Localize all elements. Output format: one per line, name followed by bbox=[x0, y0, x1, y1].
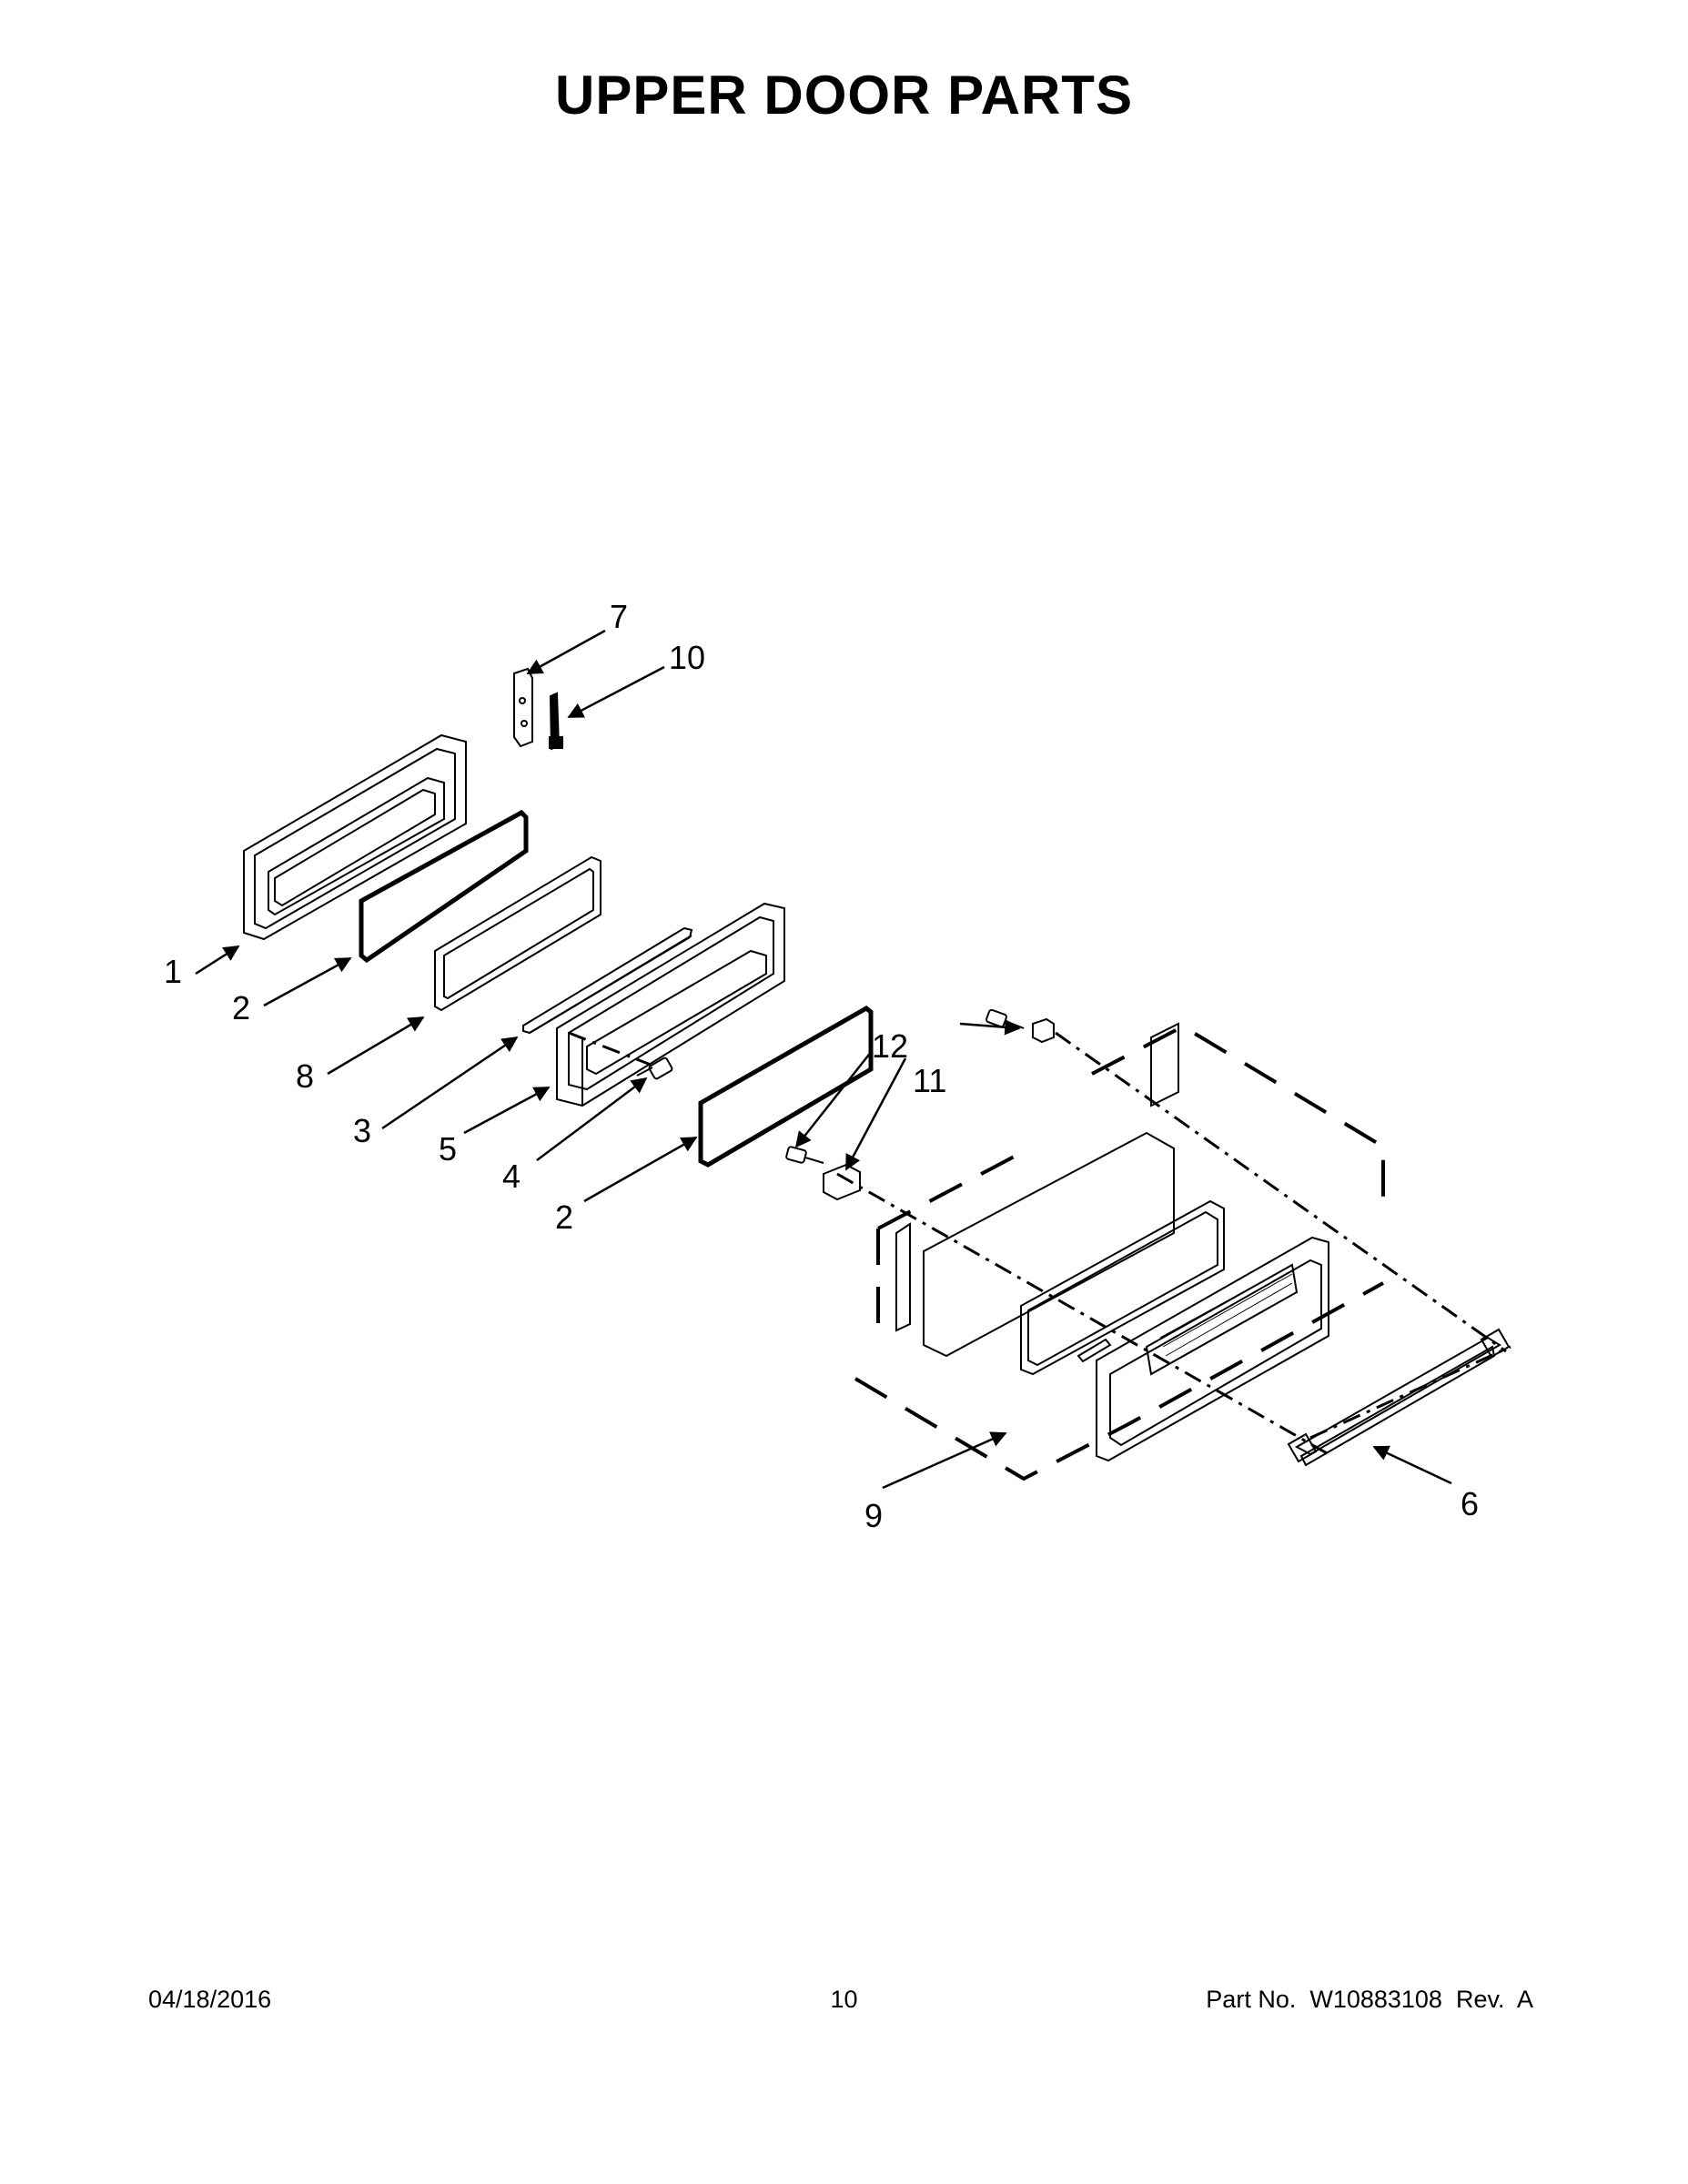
part-7-hinge-bracket bbox=[513, 667, 533, 748]
part-8-gasket bbox=[434, 855, 601, 1012]
callout-2-lower: 2 bbox=[555, 1198, 573, 1236]
part-10-hinge-pin bbox=[549, 692, 563, 751]
callout-9: 9 bbox=[864, 1497, 883, 1534]
callout-11: 11 bbox=[913, 1062, 946, 1099]
callout-3: 3 bbox=[353, 1112, 371, 1149]
part-4-screw bbox=[636, 1057, 673, 1080]
callout-12: 12 bbox=[872, 1027, 908, 1065]
callout-6: 6 bbox=[1461, 1485, 1479, 1522]
part-5-inner-door-frame bbox=[556, 902, 785, 1107]
footer-date: 04/18/2016 bbox=[148, 1986, 272, 2013]
part-9-door-panels bbox=[895, 1022, 1329, 1462]
callout-leaders bbox=[195, 629, 1452, 1490]
part-2-glass-panel-upper bbox=[359, 809, 529, 964]
part-9-outer-door-assembly bbox=[854, 1024, 1385, 1481]
part-1-inner-door-liner bbox=[243, 733, 467, 941]
footer-page-number: 10 bbox=[830, 1986, 858, 2013]
callout-2-upper: 2 bbox=[232, 989, 250, 1026]
callout-5: 5 bbox=[439, 1130, 457, 1168]
part-3-strip bbox=[522, 926, 693, 1035]
part-11-brackets bbox=[823, 1017, 1055, 1201]
callout-4: 4 bbox=[502, 1158, 521, 1195]
part-2-glass-panel-lower bbox=[698, 1005, 874, 1168]
alignment-lines bbox=[568, 1031, 1511, 1456]
part-6-handle bbox=[1287, 1328, 1511, 1467]
callout-8: 8 bbox=[296, 1057, 314, 1095]
callout-1: 1 bbox=[164, 953, 182, 990]
callout-10: 10 bbox=[669, 639, 705, 676]
page-title: UPPER DOOR PARTS bbox=[555, 65, 1133, 126]
callout-7: 7 bbox=[610, 598, 628, 635]
footer-part-number: Part No. W10883108 Rev. A bbox=[1206, 1986, 1533, 2013]
